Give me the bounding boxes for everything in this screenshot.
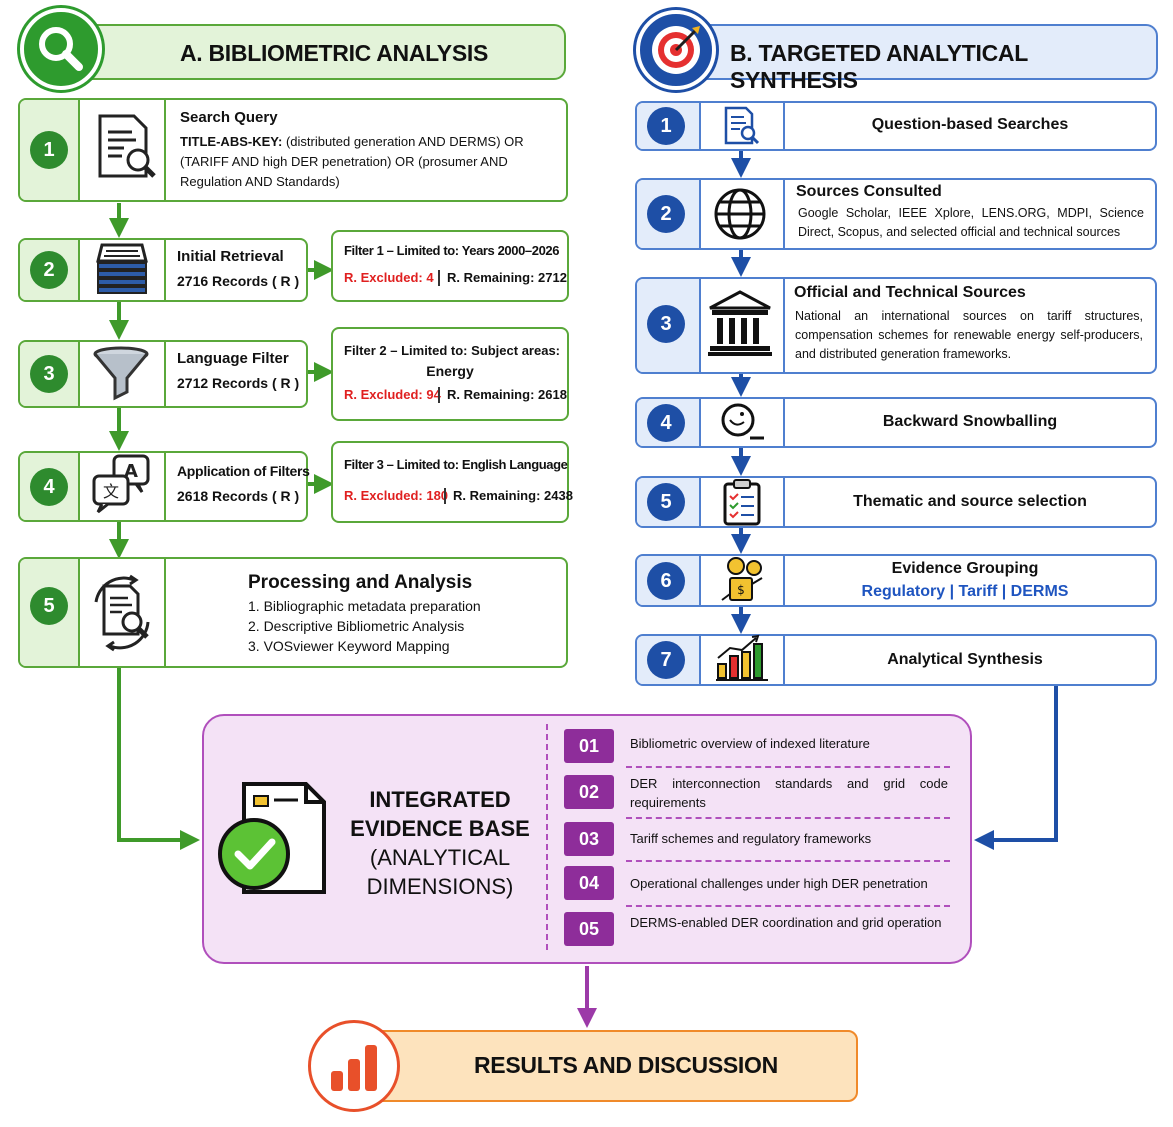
step-b3-title: Official and Technical Sources (794, 284, 1026, 301)
step-b3-body: National an international sources on tar… (795, 309, 1143, 361)
step-a4-number: 4 (30, 468, 68, 506)
step-b1-title: Question-based Searches (871, 116, 1069, 133)
step-b7-title: Analytical Synthesis (887, 651, 1043, 668)
step-b5-number: 5 (647, 483, 685, 521)
growth-chart-icon (714, 634, 770, 689)
translate-icon: A 文 (88, 452, 154, 523)
filter2-remaining: R. Remaining: 2618 (447, 387, 567, 402)
evidence-grouping-icon: $ (716, 554, 768, 611)
step-b1-number: 1 (647, 107, 685, 145)
dimension-01-badge: 01 (564, 729, 614, 763)
step-a3-records: 2712 Records ( R ) (177, 375, 300, 391)
arrow-b-to-center (974, 686, 1058, 850)
document-search-icon (94, 112, 160, 189)
step-b3-number: 3 (647, 305, 685, 343)
dimension-04-badge: 04 (564, 866, 614, 900)
step-b7-number: 7 (647, 641, 685, 679)
filter1-box (331, 230, 569, 302)
section-b-header: B. TARGETED ANALYTICAL SYNTHESIS (660, 24, 1158, 93)
step-b3-box (635, 277, 1157, 374)
filter3-box (331, 441, 569, 523)
filter2-title: Filter 2 – Limited to: Subject areas: (344, 343, 560, 358)
step-b2-body: Google Scholar, IEEE Xplore, LENS.ORG, M… (798, 206, 1144, 239)
section-a-title: A. BIBLIOMETRIC ANALYSIS (180, 40, 489, 66)
query-label: TITLE-ABS-KEY: (180, 134, 283, 149)
filter1-title: Filter 1 – Limited to: Years 2000–2026 (344, 243, 560, 258)
query-line1: (distributed generation AND DERMS) OR (285, 134, 524, 149)
snowball-icon (720, 400, 766, 449)
step-a3-number: 3 (30, 355, 68, 393)
step-a1-title: Search Query (180, 109, 278, 126)
center-title-line4: DIMENSIONS) (366, 874, 514, 899)
section-a-header: A. BIBLIOMETRIC ANALYSIS (36, 24, 566, 80)
filter2-excluded: R. Excluded: 94 (344, 387, 441, 402)
step-b6-number: 6 (647, 562, 685, 600)
results-box (330, 1030, 858, 1102)
dimension-04-text: Operational challenges under high DER pe… (630, 876, 928, 891)
step-a5-item1: 1. Bibliographic metadata preparation (248, 598, 481, 614)
center-title-line1: INTEGRATED (369, 787, 511, 812)
section-b-title: B. TARGETED ANALYTICAL SYNTHESIS (730, 40, 1028, 93)
step-a4-title: Application of Filters (177, 463, 310, 479)
filter2-title2: Energy (426, 363, 474, 379)
svg-text:$: $ (737, 583, 745, 597)
step-b4-number: 4 (647, 404, 685, 442)
filter3-title: Filter 3 – Limited to: English Language (344, 457, 568, 472)
step-b4-title: Backward Snowballing (882, 413, 1058, 430)
target-icon (636, 10, 716, 90)
dimension-05-badge: 05 (564, 912, 614, 946)
step-b5-title: Thematic and source selection (853, 493, 1087, 510)
dimension-03-text: Tariff schemes and regulatory frameworks (630, 831, 872, 846)
step-a5-title: Processing and Analysis (248, 572, 473, 593)
step-a2-number: 2 (30, 251, 68, 289)
center-title-line3: (ANALYTICAL (369, 845, 511, 870)
step-a2-title: Initial Retrieval (177, 248, 284, 265)
filter3-excluded: R. Excluded: 180 (344, 488, 449, 503)
verified-document-icon (214, 780, 332, 905)
dimension-05-text: DERMS-enabled DER coordination and grid … (630, 915, 942, 930)
step-b6-tags: Regulatory | Tariff | DERMS (861, 583, 1069, 600)
results-title: RESULTS AND DISCUSSION (474, 1052, 778, 1078)
step-b6-title: Evidence Grouping (891, 560, 1039, 577)
dimension-02-text: DER interconnection standards and grid c… (630, 776, 948, 810)
step-a1-number: 1 (30, 131, 68, 169)
step-a2-records: 2716 Records ( R ) (177, 273, 300, 289)
dimension-01-text: Bibliometric overview of indexed literat… (630, 736, 870, 751)
svg-text:文: 文 (103, 482, 119, 501)
dimension-03-badge: 03 (564, 822, 614, 856)
step-a5-item3: 3. VOSviewer Keyword Mapping (248, 638, 450, 654)
arrow-a-to-center (117, 668, 200, 850)
step-a5-item2: 2. Descriptive Bibliometric Analysis (248, 618, 465, 634)
document-stack-icon (92, 241, 152, 304)
magnifier-icon (20, 8, 102, 90)
funnel-icon (90, 344, 152, 409)
filter2-box (331, 327, 569, 421)
document-search-small-icon (720, 105, 762, 152)
query-line2: (TARIFF AND high DER penetration) OR (pr… (180, 154, 508, 169)
bar-chart-icon (308, 1020, 400, 1112)
step-a5-number: 5 (30, 587, 68, 625)
cycle-analysis-icon (84, 572, 160, 657)
step-b2-title: Sources Consulted (796, 183, 942, 200)
step-a3-title: Language Filter (177, 350, 289, 367)
dimension-02-badge: 02 (564, 775, 614, 809)
step-b2-number: 2 (647, 195, 685, 233)
step-b5-box (635, 476, 1157, 528)
center-title-line2: EVIDENCE BASE (350, 816, 530, 841)
filter1-excluded: R. Excluded: 4 (344, 270, 434, 285)
clipboard-checklist-icon (722, 478, 762, 531)
query-line3: Regulation AND Standards) (180, 174, 340, 189)
filter3-remaining: R. Remaining: 2438 (453, 488, 573, 503)
globe-icon (712, 186, 768, 247)
filter1-remaining: R. Remaining: 2712 (447, 270, 567, 285)
step-a4-records: 2618 Records ( R ) (177, 488, 300, 504)
institution-icon (706, 288, 774, 363)
